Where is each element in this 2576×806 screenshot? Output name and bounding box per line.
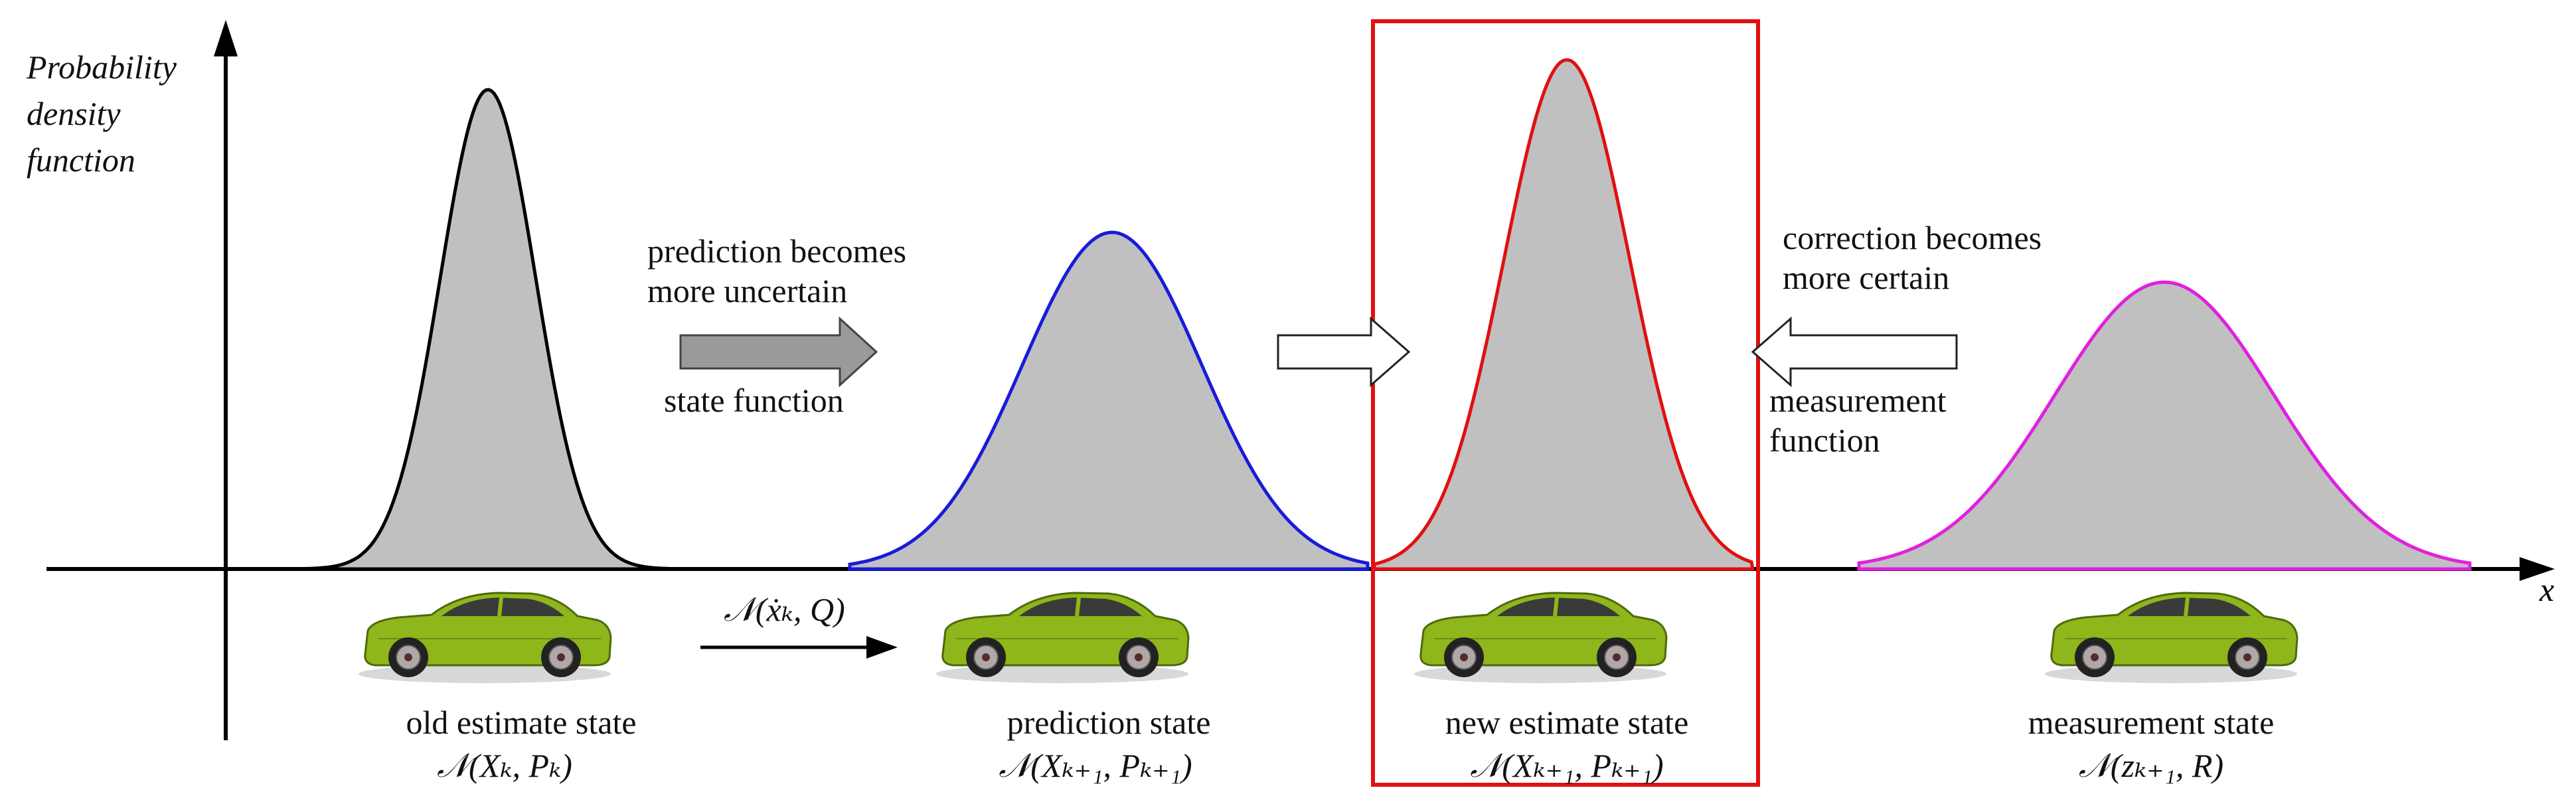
state-function-label: state function [664, 382, 844, 419]
car-pillar [2184, 597, 2190, 617]
state-labels: old estimate state 𝒩(Xₖ, Pₖ) prediction … [406, 704, 2274, 784]
car-window [2128, 598, 2251, 616]
car-window [1019, 598, 1142, 616]
car-hub-center [557, 653, 565, 661]
measurement-function-line-1: measurement [1769, 382, 1947, 419]
y-axis-arrowhead [214, 20, 238, 56]
y-axis-label-line-2: density [27, 95, 121, 132]
car-pillar [497, 597, 503, 617]
car-icon [359, 592, 612, 683]
car-pillar [1075, 597, 1081, 617]
y-axis-label-line-1: Probability [26, 48, 177, 86]
car-pillar [1553, 597, 1559, 617]
car-hub-center [982, 653, 990, 661]
prediction-curve [848, 230, 1370, 571]
cars [359, 592, 2298, 683]
measurement-curve [1857, 280, 2472, 571]
process-noise-arrowhead-icon [866, 636, 898, 659]
new-estimate-curve [1372, 58, 1755, 571]
car-hub-center [404, 653, 412, 661]
distribution-curves [290, 58, 2472, 571]
new-estimate-dist: 𝒩(Xₖ₊₁, Pₖ₊₁) [1470, 747, 1663, 784]
correction-arrow-left-icon [1751, 316, 1958, 388]
old-estimate-curve [290, 88, 684, 571]
car-icon [1414, 592, 1668, 683]
prediction-text-line-2: more uncertain [647, 272, 847, 309]
prediction-annotation: prediction becomes more uncertain state … [647, 232, 906, 419]
new-estimate-highlight-box [1371, 19, 1760, 787]
car-hub-center [2091, 653, 2099, 661]
car-hub-center [2243, 653, 2251, 661]
prediction-dist: 𝒩(Xₖ₊₁, Pₖ₊₁) [999, 747, 1192, 784]
car-icon [2045, 592, 2298, 683]
old-estimate-name: old estimate state [406, 704, 636, 741]
correction-text-line-2: more certain [1783, 259, 1949, 296]
new-estimate-name: new estimate state [1445, 704, 1689, 741]
car-hub-center [1135, 653, 1143, 661]
correction-annotation: correction becomes more certain measurem… [1751, 219, 2042, 459]
y-axis-label-line-3: function [27, 141, 135, 179]
x-axis-label: x [2539, 571, 2554, 608]
measurement-dist: 𝒩(zₖ₊₁, R) [2079, 747, 2223, 784]
car-hub-center [1613, 653, 1621, 661]
update-arrow-right-icon [1277, 316, 1411, 388]
car-icon [936, 592, 1190, 683]
measurement-name: measurement state [2028, 704, 2275, 741]
car-window [1497, 598, 1620, 616]
measurement-function-line-2: function [1769, 422, 1880, 459]
correction-text-line-1: correction becomes [1783, 219, 2042, 256]
old-estimate-dist: 𝒩(Xₖ, Pₖ) [437, 747, 572, 784]
prediction-name: prediction state [1007, 704, 1211, 741]
car-window [442, 598, 564, 616]
process-noise-annotation: 𝒩(ẋₖ, Q) [700, 591, 898, 659]
x-axis-arrowhead [2520, 557, 2555, 581]
car-hub-center [1460, 653, 1468, 661]
prediction-arrow-icon [679, 316, 878, 388]
prediction-text-line-1: prediction becomes [647, 232, 906, 270]
process-noise-label: 𝒩(ẋₖ, Q) [724, 591, 845, 628]
